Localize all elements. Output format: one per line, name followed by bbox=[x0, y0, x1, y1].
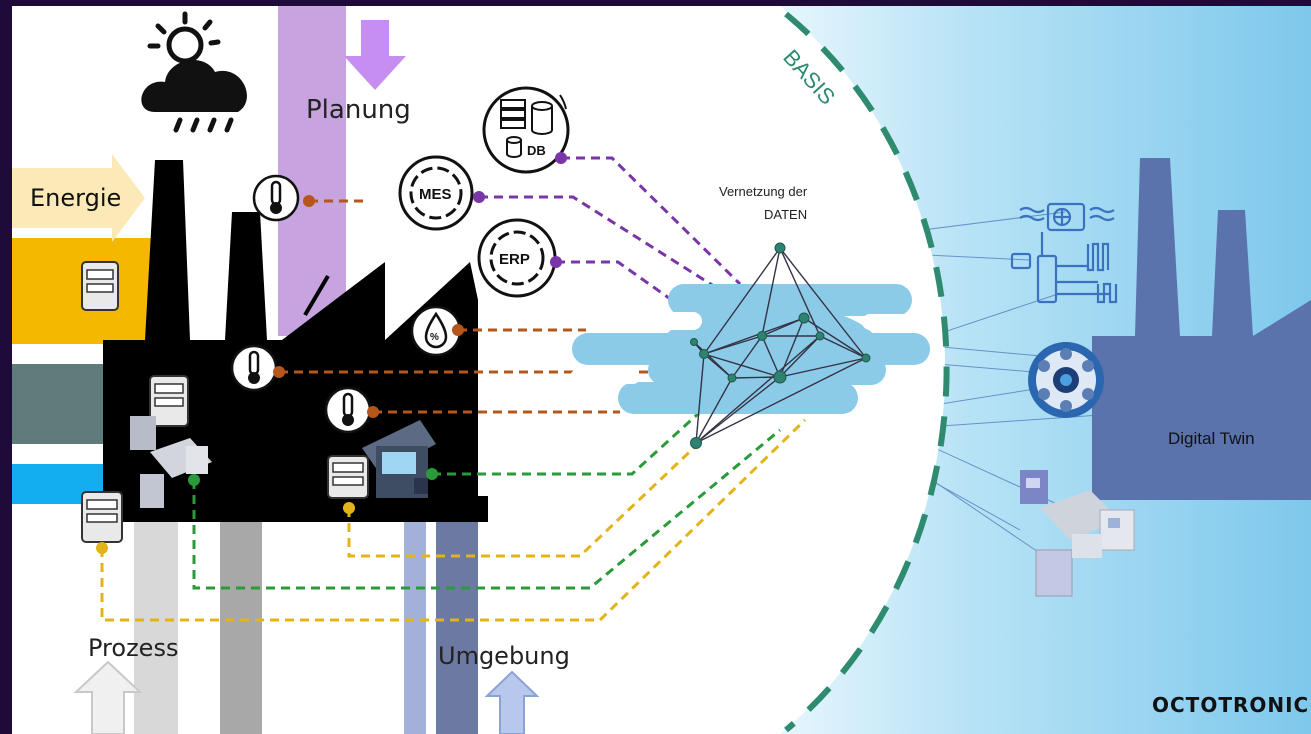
planung-arrow bbox=[344, 20, 406, 90]
energy-meter-icon bbox=[81, 491, 123, 543]
turbine-component-icon bbox=[1028, 342, 1104, 418]
factory-antenna bbox=[303, 274, 330, 317]
energy-meter-icon bbox=[149, 375, 189, 427]
thermometer-icon bbox=[252, 174, 300, 222]
energie-label: Energie bbox=[30, 184, 121, 212]
umgebung-band-dark bbox=[436, 520, 478, 734]
planung-band bbox=[278, 6, 346, 336]
prozess-label: Prozess bbox=[88, 634, 178, 662]
umgebung-label: Umgebung bbox=[438, 642, 570, 670]
brand-logo: OCTOTRONIC bbox=[1152, 693, 1309, 717]
prozess-band-light bbox=[134, 520, 178, 734]
humidity-icon: % bbox=[410, 305, 462, 357]
mes-icon: MES bbox=[398, 155, 474, 231]
green-data-links bbox=[192, 410, 781, 590]
thermometer-icon bbox=[230, 344, 278, 392]
link-endpoints bbox=[96, 152, 567, 554]
orange-sensor-links bbox=[279, 199, 668, 414]
erp-label: ERP bbox=[499, 251, 530, 268]
data-cloud bbox=[572, 284, 930, 414]
planung-label: Planung bbox=[306, 95, 411, 125]
energie-arrow bbox=[12, 154, 145, 242]
prozess-arrow bbox=[73, 660, 143, 734]
production-machine-icon bbox=[362, 420, 436, 498]
heating-system-icon bbox=[1010, 232, 1118, 304]
prozess-band-dark bbox=[220, 520, 262, 734]
digital-twin-factory bbox=[1092, 158, 1311, 500]
vernetzung-label: Vernetzung der bbox=[719, 184, 808, 199]
production-line-icon bbox=[1020, 470, 1135, 597]
umgebung-arrow bbox=[484, 670, 540, 734]
energy-meter-icon bbox=[327, 455, 369, 499]
thermometer-icon bbox=[324, 386, 372, 434]
network-nodes bbox=[690, 242, 871, 449]
yellow-data-links bbox=[100, 418, 807, 622]
svg-text:%: % bbox=[430, 332, 439, 343]
mes-label: MES bbox=[419, 186, 452, 203]
daten-label: DATEN bbox=[764, 207, 807, 222]
erp-icon: ERP bbox=[477, 218, 557, 298]
hvac-unit-icon bbox=[1019, 202, 1115, 232]
purple-data-links bbox=[479, 156, 742, 305]
basis-boundary bbox=[784, 11, 950, 733]
db-server-icon: DB bbox=[482, 86, 570, 174]
network-edges bbox=[693, 247, 867, 444]
energy-meter-icon bbox=[81, 261, 119, 311]
factory-building bbox=[103, 160, 488, 522]
digital-twin-label: Digital Twin bbox=[1168, 429, 1255, 448]
cloud-notches bbox=[570, 312, 932, 384]
sun-cloud-rain-icon bbox=[141, 11, 247, 133]
production-machine-icon bbox=[130, 416, 212, 508]
db-label: DB bbox=[527, 143, 546, 158]
umgebung-band-light bbox=[404, 520, 426, 734]
